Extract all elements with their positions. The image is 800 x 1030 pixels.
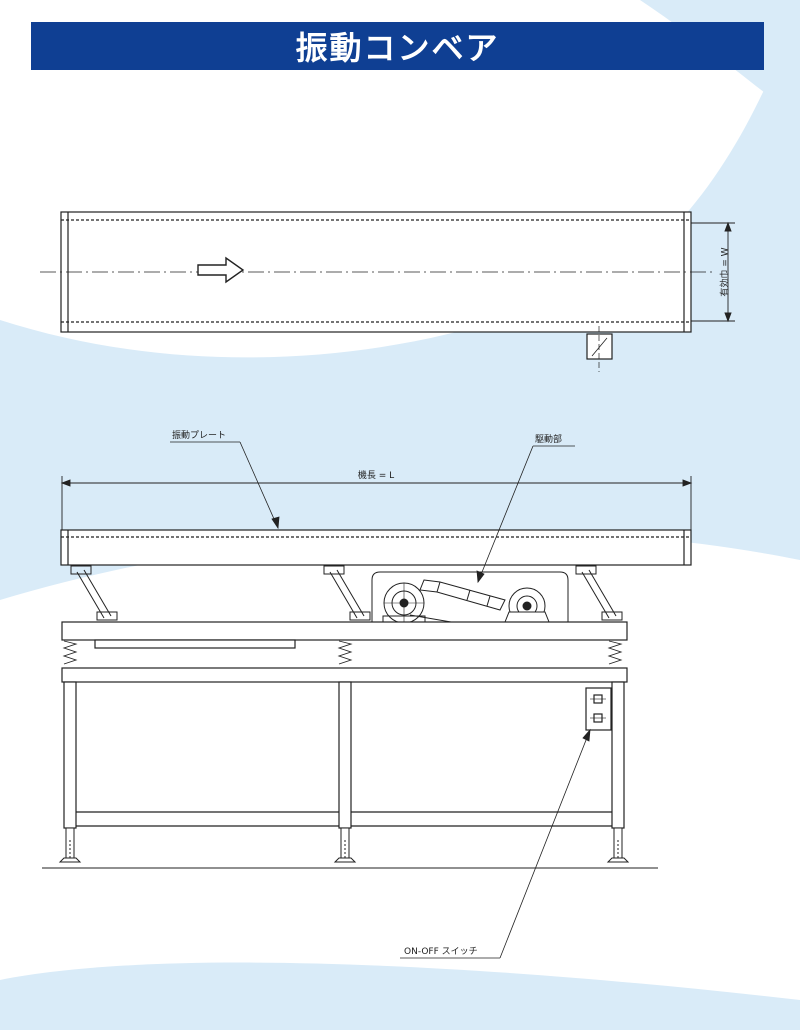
leaf-springs xyxy=(70,565,623,621)
top-view xyxy=(40,211,735,372)
side-view xyxy=(42,441,693,959)
title-bar: 振動コンベア xyxy=(31,22,764,70)
leveling-feet xyxy=(58,827,630,863)
length-label: 機長 = L xyxy=(358,469,394,481)
vibrating-plate xyxy=(60,529,692,566)
base-top-plate xyxy=(61,621,628,641)
drive-label: 駆動部 xyxy=(535,433,562,445)
stand-frame xyxy=(61,667,628,829)
leader-lines xyxy=(170,441,591,959)
arrow-right-icon xyxy=(197,256,245,284)
control-box xyxy=(585,687,612,731)
plate-label: 振動プレート xyxy=(172,429,226,441)
width-dimension xyxy=(691,221,735,323)
page-title: 振動コンベア xyxy=(295,29,500,67)
length-dimension xyxy=(60,476,693,530)
switch-label: ON-OFF スイッチ xyxy=(404,946,478,957)
top-view-control-box xyxy=(586,333,613,360)
drive-unit xyxy=(371,564,569,633)
coil-springs xyxy=(62,640,623,665)
width-label: 有効巾 = W xyxy=(719,247,731,296)
